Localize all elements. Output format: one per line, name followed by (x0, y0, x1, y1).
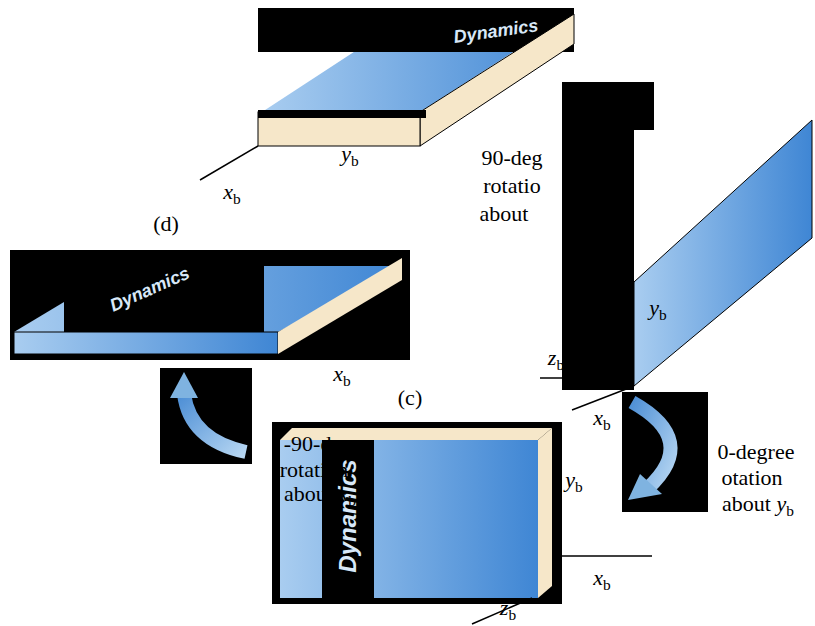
panel-label: (c) (398, 386, 422, 410)
book-a (200, 8, 574, 180)
rotation-note: about xb (284, 482, 356, 510)
axis-label: zb (234, 266, 250, 294)
axis-label: yb (341, 142, 358, 170)
rotation-arrow (160, 368, 252, 464)
axis-label: zb (500, 596, 516, 624)
panel-label: (d) (153, 212, 179, 236)
rotation-note: rotation (280, 458, 348, 482)
axis-label: xb (593, 406, 610, 434)
rotation-note: about (480, 202, 529, 226)
axis-label: yb (649, 296, 666, 324)
axis-label: yb (565, 468, 582, 496)
rotation-note: about yb (722, 492, 794, 520)
book-b (540, 82, 812, 512)
axis-label: xb (223, 180, 240, 208)
rotation-note: 0-degree (718, 440, 795, 464)
axis-label: xb (593, 566, 610, 594)
rotation-note: -90-deg (284, 432, 352, 456)
axis-label: xb (333, 362, 350, 390)
rotation-note: rotatio (483, 174, 540, 198)
rotation-note: otation (721, 466, 782, 490)
rotation-note: 90-deg (481, 146, 542, 170)
book-c (272, 422, 652, 624)
axis-label: zb (548, 346, 564, 374)
book-d (10, 250, 410, 360)
